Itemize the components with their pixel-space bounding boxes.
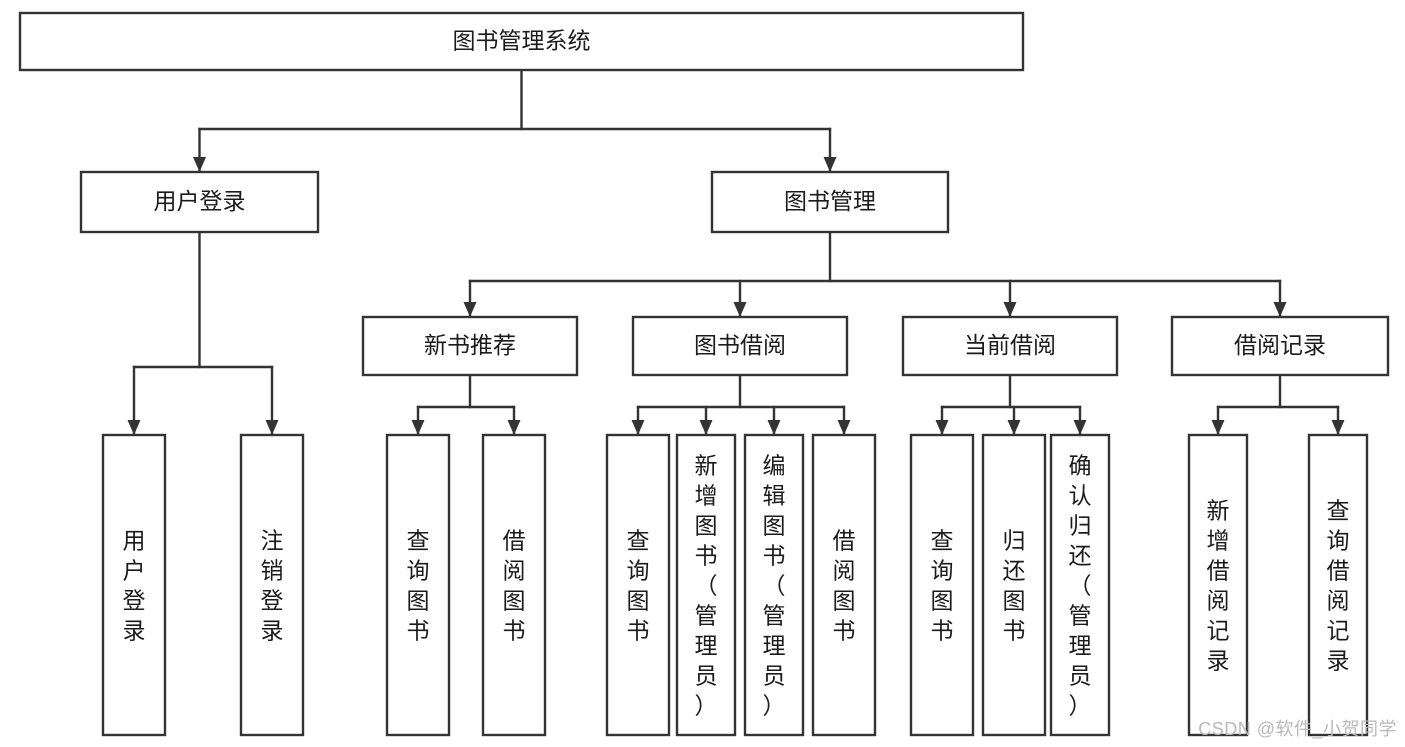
arrow-head-icon bbox=[1073, 420, 1087, 435]
node-leaf-query-record[interactable]: 查询借阅记录 bbox=[1307, 433, 1369, 737]
node-leaf-user-login[interactable]: 用户登录 bbox=[101, 433, 167, 737]
node-leaf-query-book-cur[interactable]: 查询图书 bbox=[909, 433, 975, 737]
node-box bbox=[101, 433, 167, 737]
node-label: 注销登录 bbox=[261, 527, 284, 643]
node-label: 用户登录 bbox=[123, 527, 146, 643]
node-label: 图书管理 bbox=[784, 188, 876, 214]
node-label: 查询图书 bbox=[627, 527, 650, 643]
node-label: 归还图书 bbox=[1003, 527, 1026, 643]
node-borrow-record[interactable]: 借阅记录 bbox=[1170, 315, 1390, 377]
node-box bbox=[811, 433, 877, 737]
arrow-head-icon bbox=[699, 420, 713, 435]
node-leaf-add-record[interactable]: 新增借阅记录 bbox=[1187, 433, 1249, 737]
node-leaf-logout[interactable]: 注销登录 bbox=[239, 433, 305, 737]
node-box bbox=[710, 170, 950, 234]
node-label: 新增图书（管理员） bbox=[695, 452, 718, 718]
node-root[interactable]: 图书管理系统 bbox=[18, 11, 1025, 72]
node-label: 借阅图书 bbox=[503, 527, 526, 643]
node-box bbox=[361, 315, 579, 377]
arrow-head-icon bbox=[1273, 302, 1287, 317]
node-leaf-confirm-return[interactable]: 确认归还（管理员） bbox=[1049, 433, 1111, 737]
arrow-head-icon bbox=[193, 157, 206, 172]
node-box bbox=[1049, 433, 1111, 737]
arrow-head-icon bbox=[463, 302, 477, 317]
node-label: 图书借阅 bbox=[694, 332, 786, 358]
node-label: 借阅记录 bbox=[1234, 332, 1326, 358]
node-box bbox=[675, 433, 737, 737]
node-box bbox=[1307, 433, 1369, 737]
node-leaf-borrow-book[interactable]: 借阅图书 bbox=[811, 433, 877, 737]
arrow-head-icon bbox=[733, 302, 747, 317]
node-label: 新书推荐 bbox=[424, 332, 516, 358]
node-leaf-query-book[interactable]: 查询图书 bbox=[605, 433, 671, 737]
node-label: 用户登录 bbox=[154, 188, 246, 214]
node-leaf-edit-book[interactable]: 编辑图书（管理员） bbox=[743, 433, 805, 737]
node-label: 查询图书 bbox=[931, 527, 954, 643]
node-box bbox=[1170, 315, 1390, 377]
node-box bbox=[385, 433, 451, 737]
arrow-head-icon bbox=[127, 420, 141, 435]
node-box bbox=[239, 433, 305, 737]
node-leaf-add-book[interactable]: 新增图书（管理员） bbox=[675, 433, 737, 737]
connector-layer bbox=[127, 68, 1345, 437]
arrow-head-icon bbox=[1007, 420, 1021, 435]
arrow-head-icon bbox=[837, 420, 851, 435]
node-label: 确认归还（管理员） bbox=[1069, 452, 1092, 718]
node-box bbox=[605, 433, 671, 737]
node-label: 查询借阅记录 bbox=[1327, 497, 1350, 673]
node-box bbox=[631, 315, 849, 377]
arrow-head-icon bbox=[507, 420, 521, 435]
node-box bbox=[79, 170, 320, 234]
arrow-head-icon bbox=[265, 420, 279, 435]
node-new-book-recommend[interactable]: 新书推荐 bbox=[361, 315, 579, 377]
node-box bbox=[481, 433, 547, 737]
node-box bbox=[743, 433, 805, 737]
node-leaf-return-book[interactable]: 归还图书 bbox=[981, 433, 1047, 737]
node-label: 当前借阅 bbox=[964, 332, 1056, 358]
node-label: 图书管理系统 bbox=[453, 28, 591, 54]
arrow-head-icon bbox=[1211, 420, 1225, 435]
node-label: 查询图书 bbox=[407, 527, 430, 643]
arrow-head-icon bbox=[935, 420, 949, 435]
node-layer: 图书管理系统用户登录图书管理新书推荐图书借阅当前借阅借阅记录用户登录注销登录查询… bbox=[18, 11, 1390, 737]
watermark-text: CSDN @软件_小贺同学 bbox=[1198, 719, 1397, 739]
node-box bbox=[909, 433, 975, 737]
arrow-head-icon bbox=[411, 420, 425, 435]
node-book-borrow[interactable]: 图书借阅 bbox=[631, 315, 849, 377]
node-label: 新增借阅记录 bbox=[1207, 497, 1230, 673]
node-label: 借阅图书 bbox=[833, 527, 856, 643]
arrow-head-icon bbox=[631, 420, 645, 435]
arrow-head-icon bbox=[767, 420, 781, 435]
node-box bbox=[981, 433, 1047, 737]
node-box bbox=[901, 315, 1119, 377]
arrow-head-icon bbox=[1331, 420, 1345, 435]
node-current-borrow[interactable]: 当前借阅 bbox=[901, 315, 1119, 377]
node-label: 编辑图书（管理员） bbox=[763, 452, 786, 718]
node-leaf-borrow-book-rec[interactable]: 借阅图书 bbox=[481, 433, 547, 737]
node-leaf-query-book-rec[interactable]: 查询图书 bbox=[385, 433, 451, 737]
arrow-head-icon bbox=[823, 157, 837, 172]
node-user-login[interactable]: 用户登录 bbox=[79, 170, 320, 234]
node-box bbox=[1187, 433, 1249, 737]
node-box bbox=[18, 11, 1025, 72]
node-book-manage[interactable]: 图书管理 bbox=[710, 170, 950, 234]
arrow-head-icon bbox=[1003, 302, 1017, 317]
